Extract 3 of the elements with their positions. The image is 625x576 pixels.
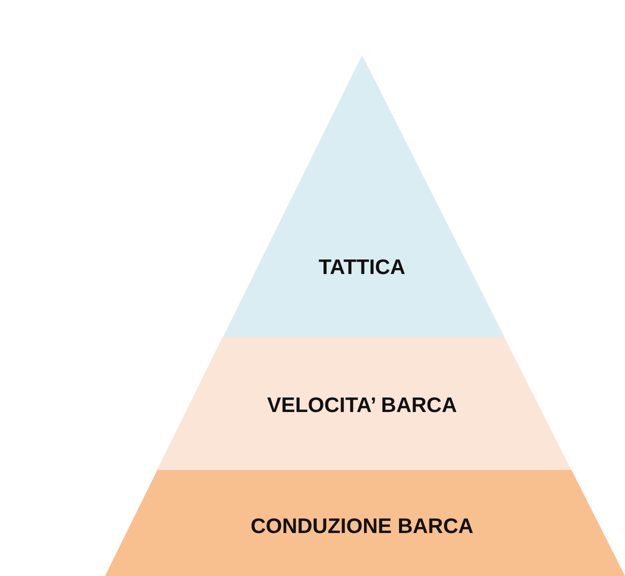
tier-label: TATTICA (318, 256, 406, 280)
tier-label: VELOCITA’ BARCA (267, 394, 457, 418)
tier-label: CONDUZIONE BARCA (250, 515, 474, 539)
